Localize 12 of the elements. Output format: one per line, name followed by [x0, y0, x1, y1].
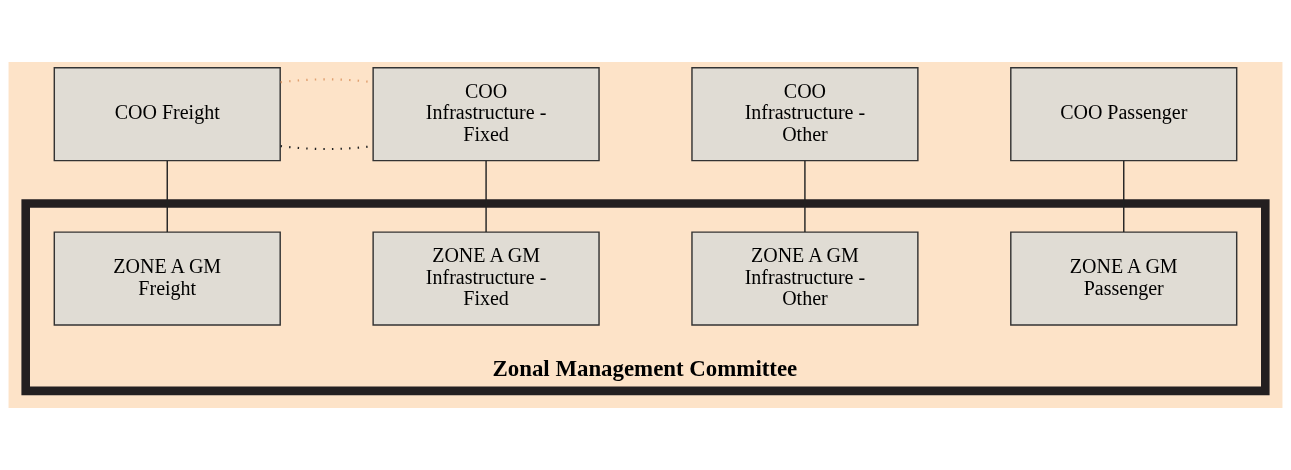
node-box: ZONE A GM Infrastructure - Other — [691, 231, 919, 326]
connector — [804, 160, 806, 233]
node-box: ZONE A GM Passenger — [1010, 231, 1238, 326]
node-box: ZONE A GM Infrastructure - Fixed — [372, 231, 600, 326]
node-box: COO Freight — [53, 67, 281, 162]
connector — [166, 160, 168, 233]
node-box: COO Passenger — [1010, 67, 1238, 162]
node-box: COO Infrastructure - Other — [691, 67, 919, 162]
connector — [1123, 160, 1125, 233]
node-box: COO Infrastructure - Fixed — [372, 67, 600, 162]
node-box: ZONE A GM Freight — [53, 231, 281, 326]
connector — [485, 160, 487, 233]
